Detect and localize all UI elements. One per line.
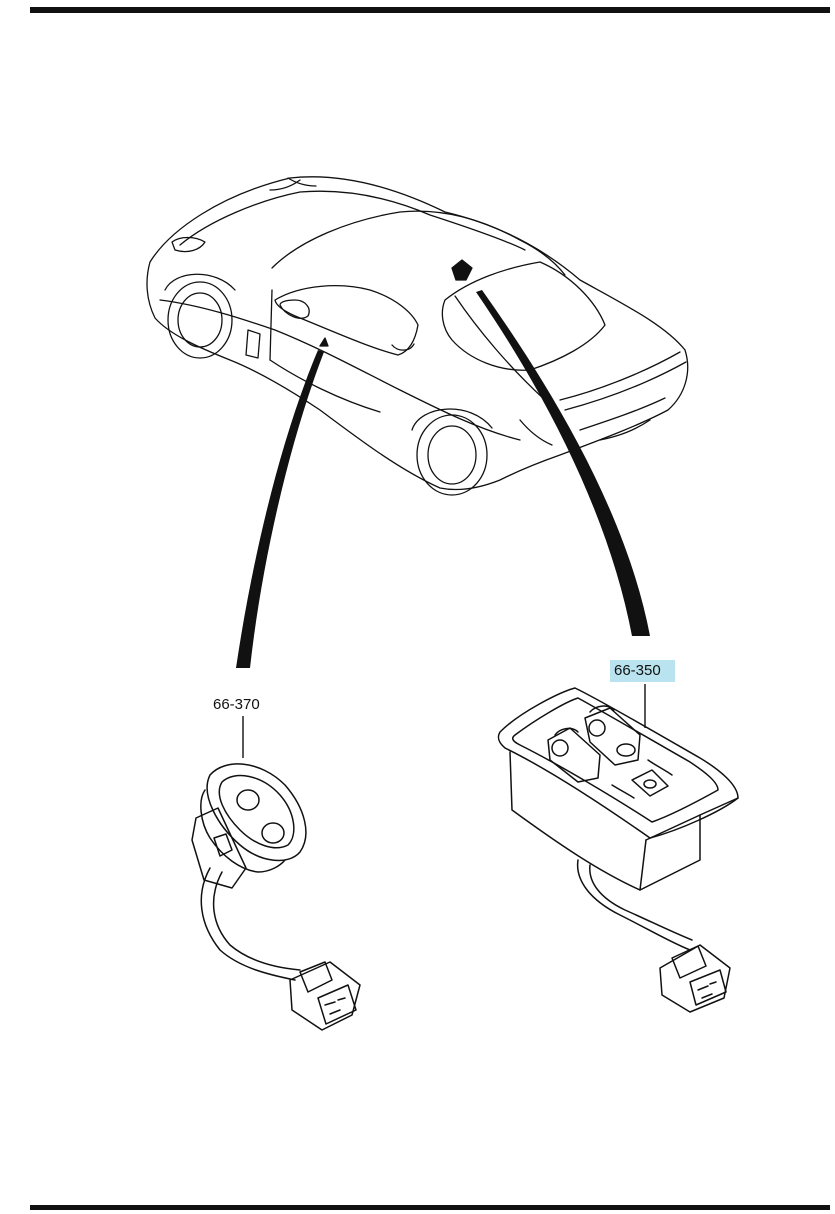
leader-line-66-350 xyxy=(476,290,650,636)
top-border-rule xyxy=(30,7,830,13)
bottom-border-rule xyxy=(30,1205,830,1210)
switch-66-370 xyxy=(191,763,361,1031)
leader-line-66-370 xyxy=(236,350,324,668)
car-illustration xyxy=(146,176,689,496)
part-label-highlight xyxy=(610,660,675,682)
part-number-66-370[interactable]: 66-370 xyxy=(213,696,260,713)
switch-66-350 xyxy=(497,687,739,1013)
part-number-66-350[interactable]: 66-350 xyxy=(614,662,661,679)
